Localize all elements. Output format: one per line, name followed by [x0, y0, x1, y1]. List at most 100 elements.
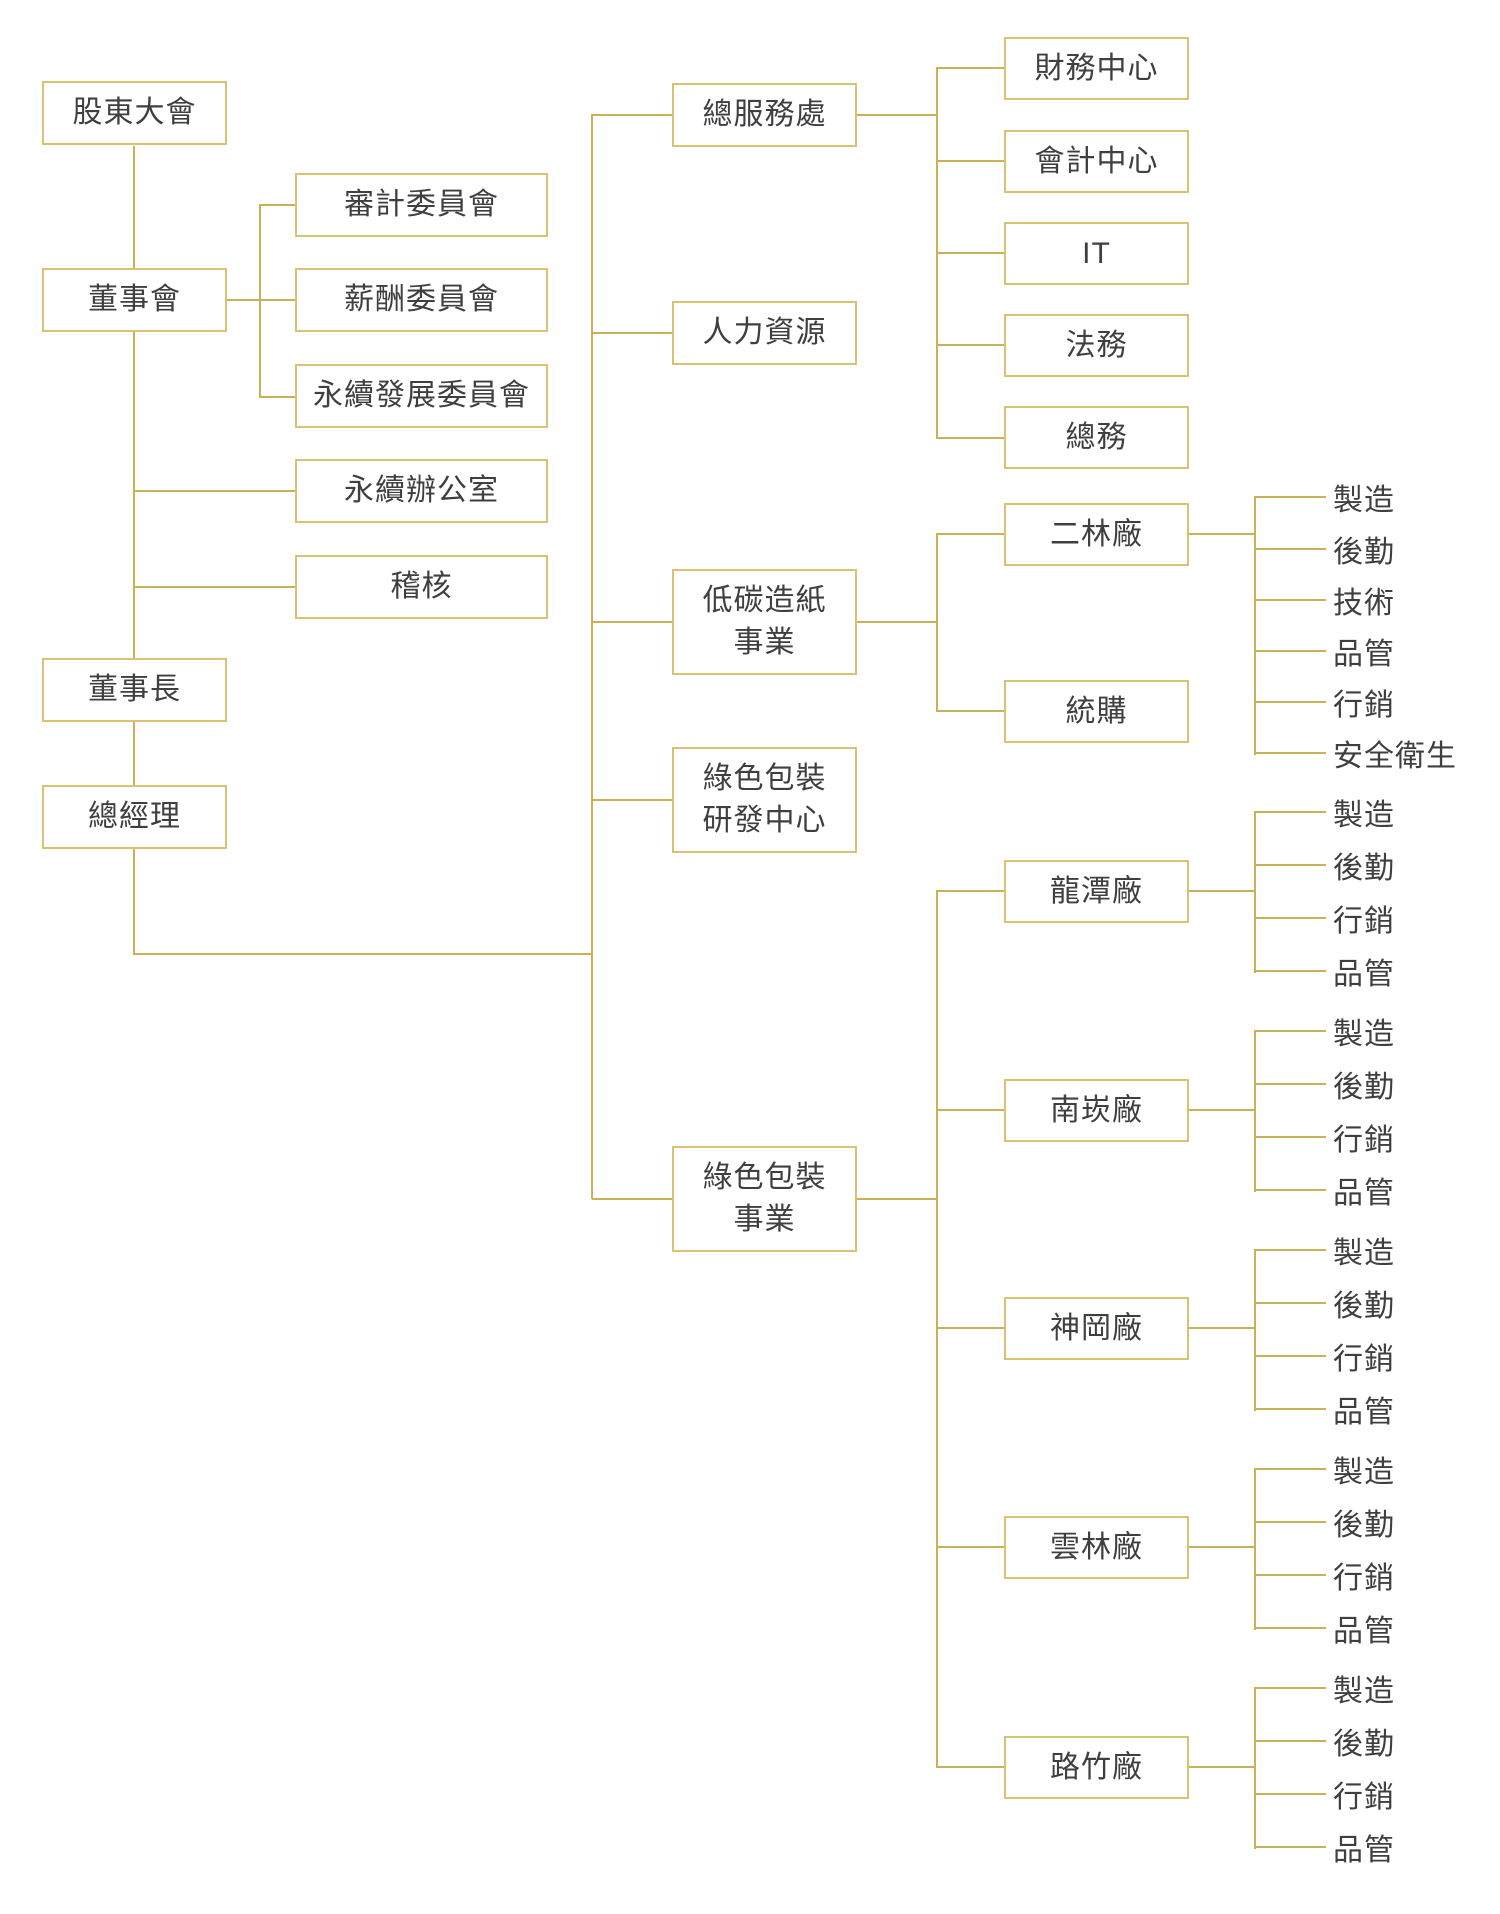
org-node-label: 總務 — [1065, 420, 1128, 454]
connector-line — [1189, 1766, 1256, 1768]
org-node-label: 永續辦公室 — [344, 474, 499, 507]
org-node-shengang-plant: 神岡廠 — [1004, 1297, 1189, 1360]
org-node-label: 神岡廠 — [1050, 1311, 1143, 1345]
org-node-it: IT — [1004, 222, 1189, 285]
org-node-erlin-plant: 二林廠 — [1004, 503, 1189, 566]
connector-line — [1254, 1189, 1326, 1191]
org-node-label: 綠色包裝 — [702, 1161, 827, 1194]
org-node-central-procurement: 統購 — [1004, 680, 1189, 743]
connector-line — [857, 1198, 937, 1200]
connector-line — [1254, 1136, 1326, 1138]
org-node-label: 研發中心 — [702, 804, 827, 837]
connector-line — [591, 114, 593, 1199]
org-node-label: 綠色包裝 — [702, 762, 827, 795]
connector-line — [857, 621, 937, 623]
org-node-label: 總經理 — [88, 800, 181, 833]
org-leaf-erlin-quality-control: 品管 — [1333, 638, 1395, 671]
connector-line — [1254, 917, 1326, 919]
connector-line — [134, 586, 295, 588]
org-node-label: 低碳造紙 — [702, 584, 827, 617]
connector-line — [936, 890, 1005, 892]
connector-line — [1254, 701, 1326, 703]
org-node-low-carbon-paper-business: 低碳造紙事業 — [672, 569, 857, 675]
connector-line — [1189, 890, 1256, 892]
org-leaf-luzhu-quality-control: 品管 — [1333, 1834, 1395, 1867]
connector-line — [1189, 533, 1256, 535]
connector-line — [592, 799, 672, 801]
org-leaf-longtan-logistics: 後勤 — [1333, 852, 1395, 885]
org-leaf-shengang-marketing: 行銷 — [1333, 1343, 1395, 1376]
connector-line — [592, 332, 672, 334]
connector-line — [1254, 1468, 1326, 1470]
connector-line — [1254, 1574, 1326, 1576]
org-node-label: 二林廠 — [1050, 517, 1143, 551]
connector-line — [259, 396, 295, 398]
org-leaf-erlin-safety-health: 安全衛生 — [1333, 740, 1457, 773]
org-node-label: 審計委員會 — [344, 188, 499, 221]
connector-line — [936, 67, 1005, 69]
org-leaf-nankan-logistics: 後勤 — [1333, 1071, 1395, 1104]
org-leaf-erlin-technology: 技術 — [1333, 587, 1395, 620]
org-leaf-longtan-marketing: 行銷 — [1333, 905, 1395, 938]
org-node-legal: 法務 — [1004, 314, 1189, 377]
connector-line — [1254, 1408, 1326, 1410]
connector-line — [1254, 548, 1326, 550]
connector-line — [1254, 1740, 1326, 1742]
org-node-green-packaging-rd-center: 綠色包裝研發中心 — [672, 747, 857, 853]
org-node-label: 永續發展委員會 — [313, 379, 530, 412]
org-leaf-longtan-manufacturing: 製造 — [1333, 799, 1395, 832]
org-leaf-erlin-logistics: 後勤 — [1333, 536, 1395, 569]
org-node-longtan-plant: 龍潭廠 — [1004, 860, 1189, 923]
connector-line — [592, 1198, 672, 1200]
connector-line — [1254, 1249, 1326, 1251]
org-node-label: 會計中心 — [1034, 144, 1159, 178]
org-node-label: 總服務處 — [702, 98, 827, 131]
connector-line — [936, 1766, 1005, 1768]
org-node-human-resources: 人力資源 — [672, 301, 857, 365]
connector-line — [1254, 650, 1326, 652]
org-node-label: 人力資源 — [702, 316, 827, 349]
org-node-accounting-center: 會計中心 — [1004, 130, 1189, 193]
org-node-chairman: 董事長 — [42, 658, 227, 722]
connector-line — [1254, 970, 1326, 972]
org-leaf-nankan-manufacturing: 製造 — [1333, 1018, 1395, 1051]
connector-line — [259, 204, 261, 397]
org-node-label: 事業 — [733, 626, 796, 659]
org-leaf-shengang-quality-control: 品管 — [1333, 1396, 1395, 1429]
connector-line — [936, 1327, 1005, 1329]
org-node-president: 總經理 — [42, 785, 227, 849]
org-node-general-services-division: 總服務處 — [672, 83, 857, 147]
connector-line — [1254, 1687, 1256, 1849]
org-node-general-affairs: 總務 — [1004, 406, 1189, 469]
org-node-internal-audit: 稽核 — [295, 555, 548, 619]
org-node-label: 董事會 — [88, 283, 181, 316]
org-node-finance-center: 財務中心 — [1004, 37, 1189, 100]
connector-line — [936, 1109, 1005, 1111]
connector-line — [1189, 1109, 1256, 1111]
org-leaf-luzhu-manufacturing: 製造 — [1333, 1675, 1395, 1708]
connector-line — [1254, 496, 1326, 498]
connector-line — [1254, 1468, 1256, 1630]
connector-line — [133, 146, 135, 268]
org-leaf-yunlin-marketing: 行銷 — [1333, 1562, 1395, 1595]
org-leaf-nankan-marketing: 行銷 — [1333, 1124, 1395, 1157]
connector-line — [133, 953, 593, 955]
org-node-label: 薪酬委員會 — [344, 283, 499, 316]
org-node-sustainable-development-committee: 永續發展委員會 — [295, 364, 548, 428]
org-node-label: 財務中心 — [1034, 51, 1159, 85]
org-node-yunlin-plant: 雲林廠 — [1004, 1516, 1189, 1579]
org-node-green-packaging-business: 綠色包裝事業 — [672, 1146, 857, 1252]
org-leaf-yunlin-quality-control: 品管 — [1333, 1615, 1395, 1648]
connector-line — [1254, 1687, 1326, 1689]
org-node-label: IT — [1082, 236, 1111, 270]
org-node-label: 雲林廠 — [1050, 1530, 1143, 1564]
org-node-shareholders-meeting: 股東大會 — [42, 81, 227, 145]
connector-line — [857, 114, 937, 116]
connector-line — [936, 160, 1005, 162]
connector-line — [1254, 1030, 1256, 1192]
connector-line — [227, 299, 295, 301]
org-leaf-erlin-marketing: 行銷 — [1333, 689, 1395, 722]
connector-line — [936, 533, 1005, 535]
org-leaf-luzhu-marketing: 行銷 — [1333, 1781, 1395, 1814]
